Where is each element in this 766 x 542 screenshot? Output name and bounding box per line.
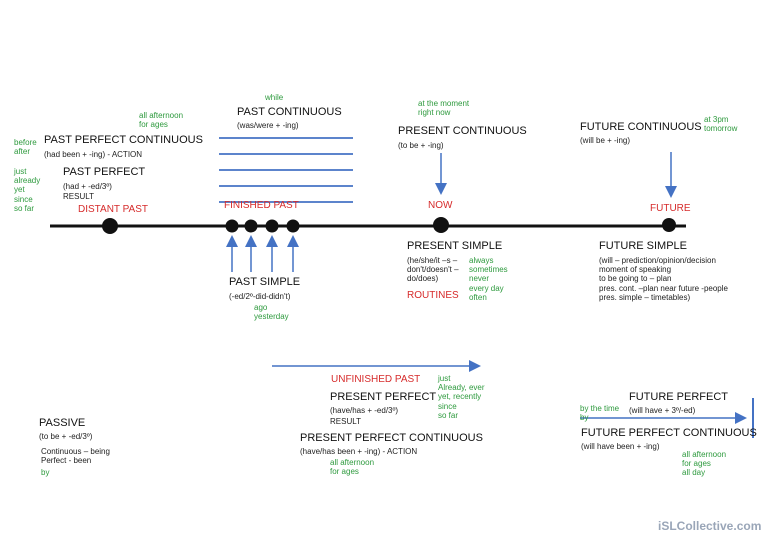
future-continuous-time-words: at 3pm tomorrow xyxy=(704,115,738,134)
past-continuous-title: PAST CONTINUOUS xyxy=(237,106,342,118)
passive-title: PASSIVE xyxy=(39,417,86,429)
present-perfect-note: RESULT xyxy=(330,417,361,426)
now-dot xyxy=(433,217,449,233)
past-perfect-title: PAST PERFECT xyxy=(63,166,146,178)
ppc-time-words: all afternoon for ages xyxy=(139,111,184,130)
finished-past-dot-3 xyxy=(265,219,279,233)
fpc-form: (will have been + -ing) xyxy=(581,442,660,451)
present-simple-routines: ROUTINES xyxy=(407,290,459,301)
past-continuous-marker: while xyxy=(265,93,284,102)
passive-form: (to be + -ed/3º) xyxy=(39,432,93,441)
present-continuous-time-words: at the moment right now xyxy=(418,99,470,118)
past-simple-form: (-ed/2º-did-didn't) xyxy=(229,292,291,301)
past-perfect-time-words-top: before after xyxy=(14,138,37,157)
future-continuous-form: (will be + -ing) xyxy=(580,136,631,145)
ppc2-time-words: all afternoon for ages xyxy=(330,458,375,477)
present-continuous-form: (to be + -ing) xyxy=(398,141,444,150)
fpc-title: FUTURE PERFECT CONTINUOUS xyxy=(581,427,757,439)
future-label: FUTURE xyxy=(650,203,691,214)
present-simple-title: PRESENT SIMPLE xyxy=(407,240,503,252)
past-perfect-form: (had + -ed/3º) xyxy=(63,182,112,191)
past-continuous-form: (was/were + -ing) xyxy=(237,121,299,130)
present-simple-form: (he/she/it –s – don't/doesn't – do/does) xyxy=(407,256,459,284)
present-perfect-title: PRESENT PERFECT xyxy=(330,391,437,403)
present-simple-time-words: always sometimes never every day often xyxy=(469,256,508,302)
distant-past-dot xyxy=(102,218,118,234)
future-perfect-form: (will have + 3º/-ed) xyxy=(629,406,696,415)
future-dot xyxy=(662,218,676,232)
now-label: NOW xyxy=(428,200,453,211)
present-perfect-form: (have/has + -ed/3º) xyxy=(330,406,399,415)
distant-past-label: DISTANT PAST xyxy=(78,204,149,215)
past-simple-title: PAST SIMPLE xyxy=(229,276,301,288)
unfinished-past-label: UNFINISHED PAST xyxy=(331,374,421,385)
future-perfect-time-words: by the time by xyxy=(580,404,620,423)
passive-details: Continuous – being Perfect - been xyxy=(41,447,110,466)
finished-past-label: FINISHED PAST xyxy=(224,200,299,211)
watermark: iSLCollective.com xyxy=(658,519,762,533)
past-perfect-time-words: just already yet since so far xyxy=(14,167,41,213)
present-continuous-title: PRESENT CONTINUOUS xyxy=(398,125,527,137)
past-perfect-note: RESULT xyxy=(63,192,94,201)
future-continuous-title: FUTURE CONTINUOUS xyxy=(580,121,702,133)
finished-past-dot-1 xyxy=(225,219,239,233)
fpc-time-words: all afternoon for ages all day xyxy=(682,450,727,478)
passive-by: by xyxy=(41,468,50,477)
finished-past-dot-2 xyxy=(244,219,258,233)
future-simple-details: (will – prediction/opinion/decision mome… xyxy=(599,256,728,302)
present-perfect-time-words: just Already, ever yet, recently since s… xyxy=(438,374,485,420)
ppc-title: PAST PERFECT CONTINUOUS xyxy=(44,134,203,146)
ppc-form: (had been + -ing) - ACTION xyxy=(44,150,143,159)
finished-past-dot-4 xyxy=(286,219,300,233)
past-simple-time-words: ago yesterday xyxy=(254,303,289,322)
ppc2-title: PRESENT PERFECT CONTINUOUS xyxy=(300,432,483,444)
future-simple-title: FUTURE SIMPLE xyxy=(599,240,688,252)
future-perfect-title: FUTURE PERFECT xyxy=(629,391,728,403)
ppc2-form: (have/has been + -ing) - ACTION xyxy=(300,447,418,456)
